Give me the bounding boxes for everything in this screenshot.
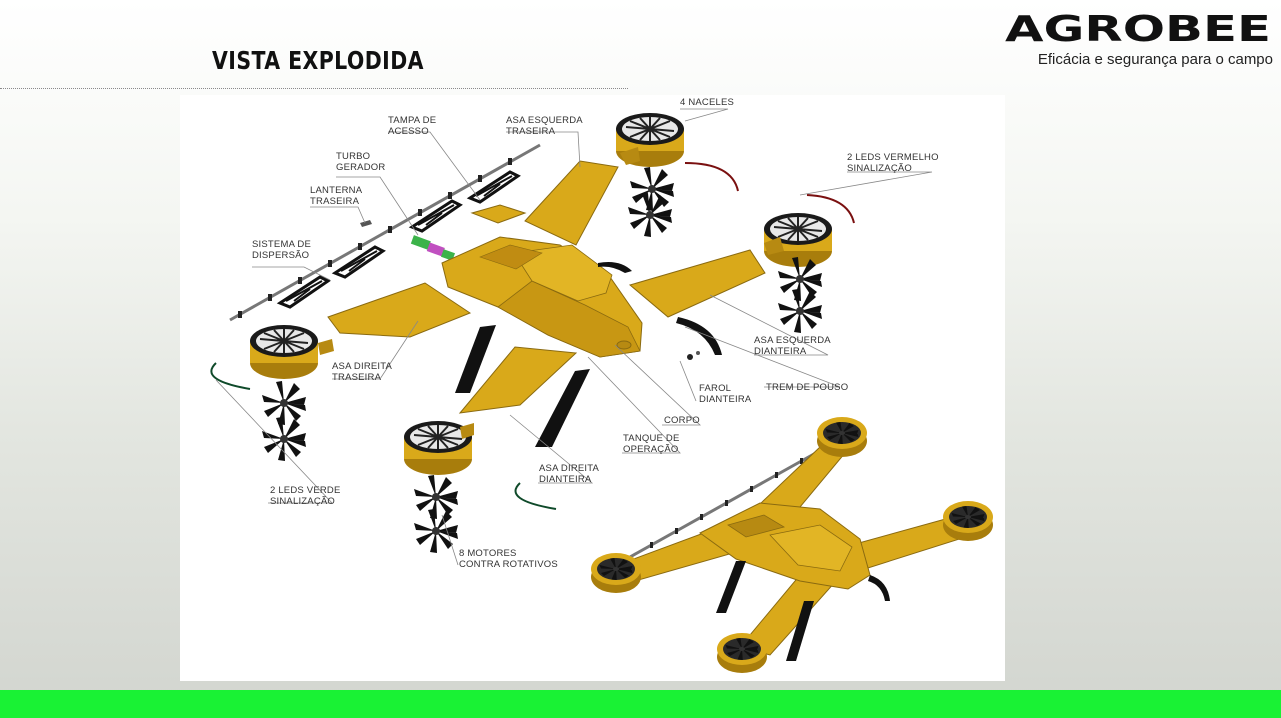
- led-red-2: [806, 194, 855, 224]
- led-green-1: [210, 362, 251, 390]
- left-front-wing: [628, 249, 766, 318]
- assembled-nacelle-4: [717, 633, 767, 673]
- label-landing-gear: TREM DE POUSO: [766, 382, 848, 393]
- leader-lines: [215, 108, 933, 566]
- dispersion-boom: [229, 143, 541, 322]
- label-nacelles: 4 NACELES: [680, 97, 734, 108]
- led-green-2: [514, 482, 557, 510]
- headlight: [687, 354, 693, 360]
- landing-gear-left: [455, 325, 496, 393]
- main-body: [441, 236, 643, 358]
- agrobee-logo: AGROBEE: [1005, 10, 1271, 44]
- wing-bracket: [278, 275, 330, 309]
- right-rear-wing: [327, 282, 472, 338]
- brand-wordmark: AGROBEE: [1005, 10, 1271, 44]
- exploded-parts: [210, 112, 855, 553]
- slide-title: VISTA EXPLODIDA: [212, 46, 424, 75]
- label-body: CORPO: [664, 415, 700, 426]
- right-front-wing: [458, 346, 578, 414]
- assembled-nacelle-1: [817, 417, 867, 457]
- bottom-accent-bar: [0, 690, 1281, 718]
- nacelle-left: [249, 324, 319, 380]
- assembled-nacelle-3: [591, 553, 641, 593]
- assembled-drone: [591, 417, 993, 673]
- assembled-boom: [629, 443, 831, 559]
- turbo-generator: [410, 235, 456, 261]
- access-cover: [470, 204, 527, 224]
- left-rear-wing: [524, 160, 619, 246]
- rotor: [630, 167, 674, 211]
- assembled-nacelle-2: [943, 501, 993, 541]
- tail-lamp: [360, 220, 372, 227]
- landing-gear-right: [535, 369, 590, 447]
- brand-tagline: Eficácia e segurança para o campo: [1037, 51, 1273, 68]
- led-red-1: [684, 162, 739, 192]
- title-underline: [0, 88, 628, 89]
- landing-gear-small: [676, 317, 722, 355]
